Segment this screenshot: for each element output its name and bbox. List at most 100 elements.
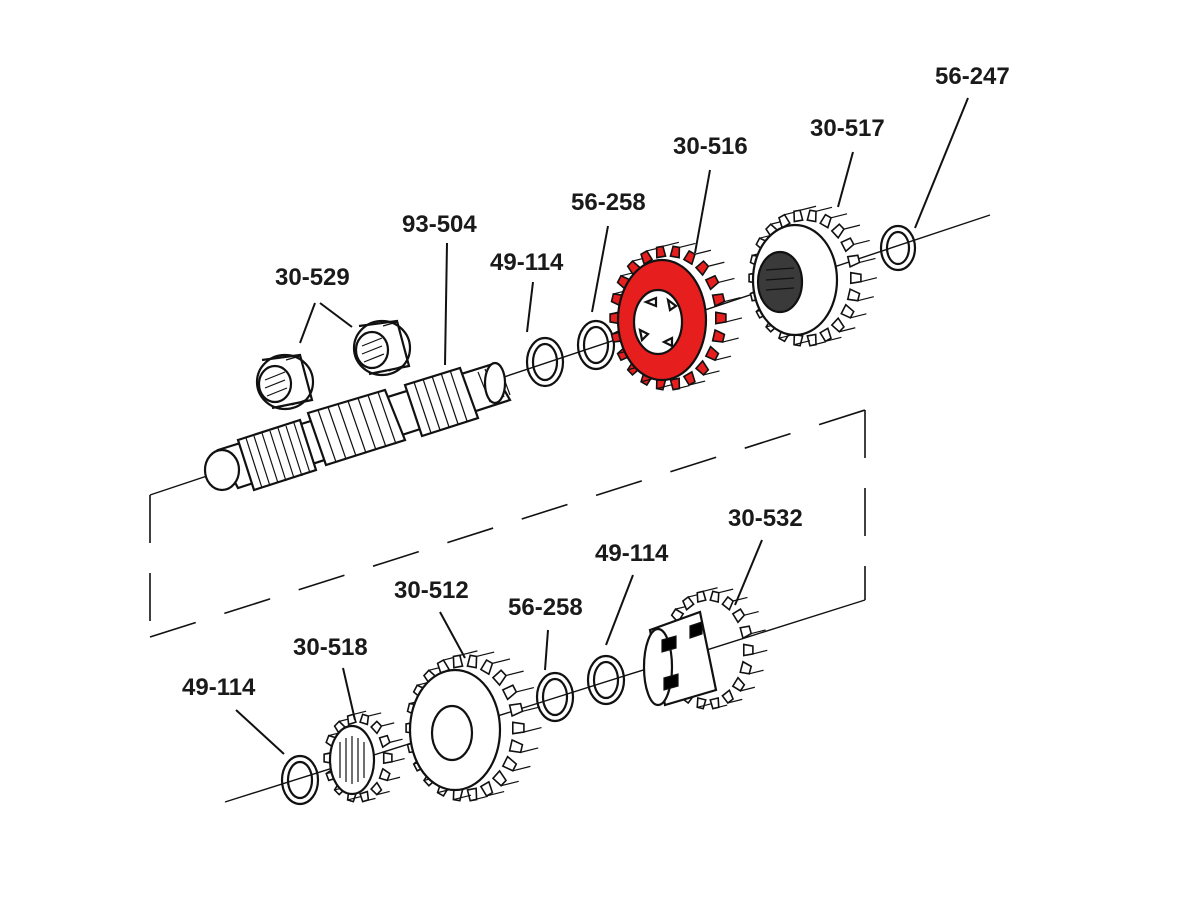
gear-tooth-edge bbox=[486, 790, 505, 797]
mainshaft-part[interactable] bbox=[203, 361, 512, 492]
gear-tooth-edge bbox=[752, 649, 768, 655]
gear-tooth-edge bbox=[703, 370, 720, 376]
gear-tooth-edge bbox=[679, 242, 696, 248]
large-gear-upper[interactable] bbox=[748, 205, 878, 347]
small-gear-lower[interactable] bbox=[323, 710, 405, 803]
gear-tooth-edge bbox=[522, 706, 541, 712]
gear-tooth-edge bbox=[839, 327, 856, 333]
sliding-gear-lower[interactable] bbox=[642, 587, 768, 710]
gear-tooth bbox=[830, 316, 845, 333]
gear-tooth-edge bbox=[689, 380, 706, 386]
leader-lines bbox=[235, 97, 969, 755]
gear-tooth bbox=[508, 738, 524, 754]
gear-tooth-edge bbox=[697, 703, 712, 708]
gear-tooth-edge bbox=[725, 317, 743, 323]
gear-tooth-edge bbox=[749, 669, 764, 675]
thrust-washer-upper[interactable] bbox=[576, 319, 616, 371]
gear-tooth-edge bbox=[799, 205, 817, 211]
callout-small-gear-lower: 30-518 bbox=[293, 634, 368, 661]
gear-tooth bbox=[382, 751, 393, 765]
gear-tooth-edge bbox=[505, 670, 524, 677]
needle-bearing-right[interactable] bbox=[352, 319, 412, 377]
thrust-washer-lower[interactable] bbox=[535, 671, 575, 723]
gear-tooth bbox=[452, 654, 464, 669]
gear-tooth-edge bbox=[376, 790, 390, 796]
snap-ring-lower-left[interactable] bbox=[280, 754, 320, 806]
gear-tooth bbox=[370, 720, 383, 735]
gear-tooth-edge bbox=[712, 704, 728, 710]
gear-tooth bbox=[709, 590, 720, 604]
gear-tooth-edge bbox=[850, 313, 867, 319]
gear-tooth bbox=[846, 254, 861, 268]
large-gear-lower[interactable] bbox=[405, 650, 542, 802]
callout-thrust-washer-lower: 56-258 bbox=[508, 594, 583, 621]
gear-tooth bbox=[694, 359, 710, 377]
gear-tooth bbox=[711, 328, 726, 343]
gear-tooth-edge bbox=[724, 296, 741, 303]
gear-tooth-edge bbox=[853, 239, 870, 246]
callout-thrust-washer-upper: 56-258 bbox=[571, 189, 646, 216]
gear-tooth bbox=[793, 209, 804, 223]
gear-tooth bbox=[466, 654, 478, 669]
callout-snap-ring-lower-right: 49-114 bbox=[595, 540, 669, 567]
callout-snap-ring-upper: 49-114 bbox=[490, 249, 564, 276]
gear-tooth-edge bbox=[714, 355, 732, 361]
gear-tooth-edge bbox=[672, 385, 690, 391]
highlighted-gear-part[interactable] bbox=[609, 241, 743, 391]
gear-tooth bbox=[694, 259, 710, 277]
gear-tooth bbox=[491, 669, 508, 687]
gear-tooth bbox=[696, 590, 707, 604]
gear-tooth-edge bbox=[391, 758, 405, 763]
gear-tooth-edge bbox=[857, 296, 874, 302]
gear-tooth bbox=[731, 676, 746, 692]
gear-tooth bbox=[840, 237, 855, 253]
callout-snap-ring-lower-left: 49-114 bbox=[182, 674, 256, 701]
snap-ring-lower-right[interactable] bbox=[586, 654, 626, 706]
gear-tooth-edge bbox=[656, 384, 673, 390]
callout-end-washer: 56-247 bbox=[935, 63, 1010, 90]
gear-tooth-edge bbox=[718, 277, 735, 284]
gear-tooth bbox=[359, 713, 370, 726]
gear-tooth bbox=[491, 769, 508, 787]
gear-tooth-edge bbox=[476, 651, 495, 658]
needle-bearing-left[interactable] bbox=[255, 353, 315, 411]
gear-tooth-edge bbox=[389, 738, 403, 743]
gear-tooth bbox=[819, 213, 832, 229]
gear-tooth-edge bbox=[860, 277, 878, 283]
gear-tooth-edge bbox=[662, 241, 680, 247]
gear-tooth bbox=[501, 684, 518, 701]
callout-mainshaft: 93-504 bbox=[402, 211, 477, 238]
gear-tooth-edge bbox=[362, 797, 376, 803]
gear-tooth bbox=[378, 734, 391, 749]
gear-tooth bbox=[731, 608, 746, 624]
gear-tooth bbox=[681, 595, 695, 612]
gear-tooth-edge bbox=[512, 765, 531, 772]
gear-tooth-edge bbox=[516, 686, 535, 693]
gear-tooth-edge bbox=[520, 747, 539, 753]
gear-tooth-edge bbox=[523, 727, 542, 733]
gear-tooth-edge bbox=[368, 712, 382, 717]
gear-tooth-edge bbox=[353, 710, 367, 716]
gear-tooth-edge bbox=[727, 698, 743, 704]
gear-tooth bbox=[378, 767, 391, 782]
gear-tooth bbox=[806, 209, 817, 223]
gear-tooth bbox=[742, 643, 754, 657]
gear-tooth bbox=[682, 249, 696, 266]
snap-ring-upper[interactable] bbox=[525, 336, 565, 388]
end-washer[interactable] bbox=[879, 224, 917, 272]
gear-tooth bbox=[669, 245, 681, 259]
gear-tooth bbox=[721, 595, 735, 612]
gear-tooth bbox=[511, 721, 525, 735]
gear-tooth-edge bbox=[740, 686, 756, 692]
gear-tooth-edge bbox=[387, 776, 401, 782]
gear-tooth bbox=[819, 327, 832, 343]
gear-tooth-edge bbox=[470, 795, 488, 802]
gear-tooth-edge bbox=[830, 213, 848, 219]
lower-shaft-axis bbox=[224, 599, 866, 803]
gear-tooth-edge bbox=[718, 588, 734, 594]
gear-tooth bbox=[739, 660, 753, 675]
gear-tooth-edge bbox=[825, 336, 842, 342]
gear-tooth bbox=[479, 780, 494, 798]
gear-tooth-edge bbox=[751, 629, 766, 635]
gear-tooth bbox=[830, 223, 845, 240]
